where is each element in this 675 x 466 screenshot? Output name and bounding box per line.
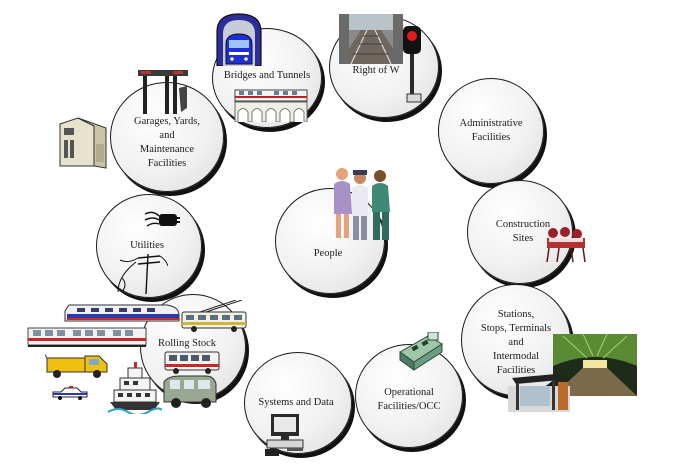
control-console-icon xyxy=(399,332,443,371)
people-group-icon xyxy=(334,168,390,240)
industrial-building-icon xyxy=(59,117,107,169)
rail-signal-icon xyxy=(403,26,422,103)
gantry-crane-icon xyxy=(138,70,188,114)
construction-crew-icon xyxy=(546,227,586,262)
trolley-bus-icon xyxy=(181,300,247,332)
bridge-train-icon xyxy=(234,89,308,122)
node-label: People xyxy=(313,248,343,259)
node-label: Construction Sites xyxy=(495,219,551,244)
node-label: Garages, Yards, and Maintenance Faciliti… xyxy=(134,116,200,169)
light-rail-train-icon xyxy=(64,304,180,322)
police-car-icon xyxy=(52,386,88,400)
node-label: Bridges and Tunnels xyxy=(223,70,311,81)
tunnel-train-icon xyxy=(216,13,262,66)
node-label: Administrative Facilities xyxy=(459,118,523,143)
node-utilities: Utilities xyxy=(96,194,202,298)
tow-truck-icon xyxy=(45,354,108,378)
commuter-train-icon xyxy=(27,327,147,347)
node-label: Rolling Stock xyxy=(157,338,217,349)
node-label: Stations, Stops, Terminals and Intermoda… xyxy=(480,309,552,376)
bus-shelter-icon xyxy=(508,374,570,412)
power-pole-icon xyxy=(117,253,168,294)
city-bus-icon xyxy=(164,351,220,374)
node-systems-and-data: Systems and Data xyxy=(244,352,352,454)
van-icon xyxy=(163,375,217,408)
computer-icon xyxy=(265,414,304,456)
node-label: Operational Facilities/OCC xyxy=(377,387,441,412)
node-label: Systems and Data xyxy=(258,397,334,408)
railway-track-icon xyxy=(339,14,403,64)
node-administrative-facilities: Administrative Facilities xyxy=(438,78,544,184)
node-label: Right of W xyxy=(352,65,400,76)
ferry-boat-icon xyxy=(108,362,162,414)
node-label: Utilities xyxy=(130,240,164,251)
subway-station-photo xyxy=(553,334,637,396)
utility-plug-icon xyxy=(144,211,180,227)
